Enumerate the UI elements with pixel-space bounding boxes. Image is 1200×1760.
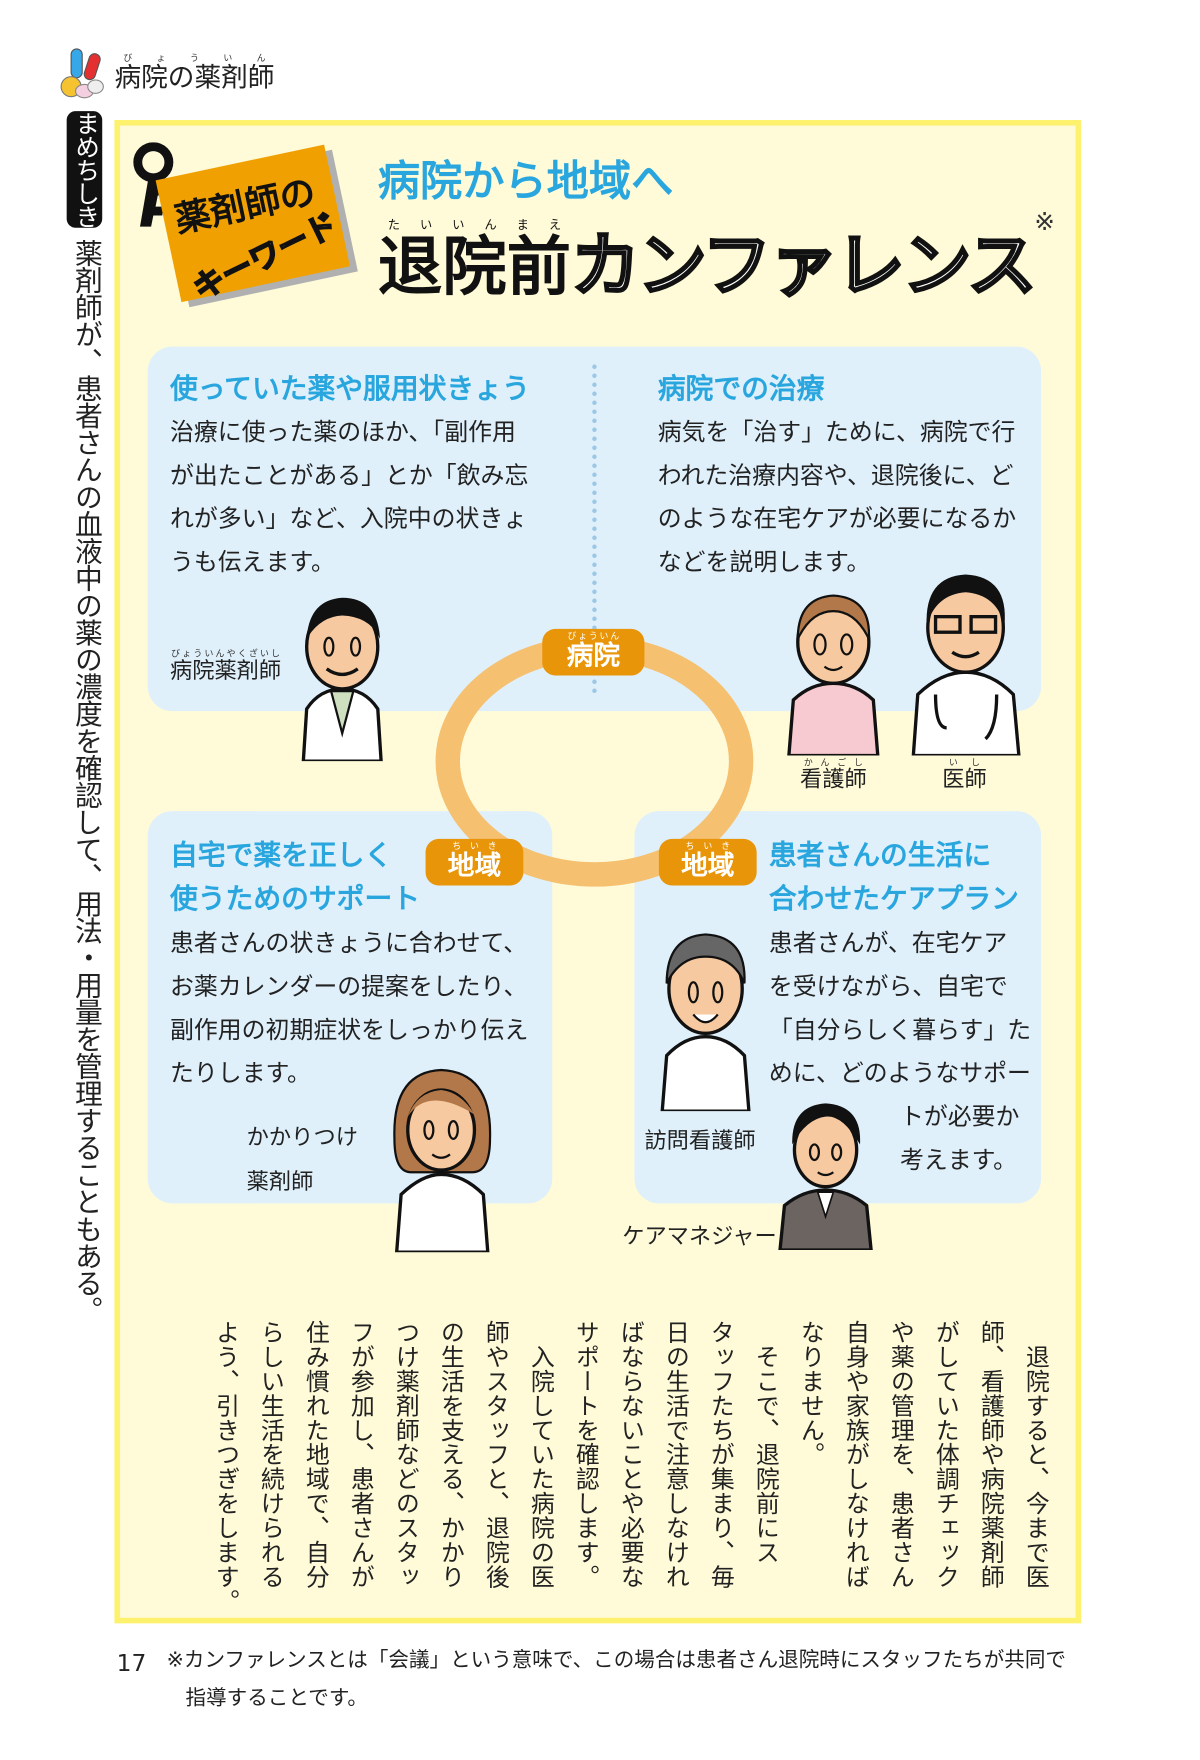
main-text-column: の生活を支える、かかり <box>436 1319 465 1589</box>
hospital-pharmacist-illustration <box>301 597 383 762</box>
hospital-pharmacist-label: 病院薬剤師びょういんやくざいし <box>169 648 282 684</box>
home-support-heading: 自宅で薬を正しく使うためのサポート <box>169 838 421 915</box>
main-text-column: 住み慣れた地域で、自分 <box>301 1319 330 1589</box>
main-text-column: 日の生活で注意しなけれ <box>661 1319 690 1589</box>
main-text-column: フが参加し、患者さんが <box>346 1319 375 1589</box>
medication-text: 治療に使った薬のほか、「副作用が出たことがある」とか「飲み忘れが多い」など、入院… <box>169 418 529 577</box>
main-text-column: 退院すると、今まで医 <box>1021 1319 1050 1589</box>
visiting-nurse-illustration <box>660 933 751 1112</box>
section-title: 病院の薬剤師びょういん <box>114 53 275 94</box>
main-text-column: らしい生活を続けられる <box>256 1319 285 1589</box>
footnote: ※カンファレンスとは「会議」という意味で、この場合は患者さん退院時にスタッフたち… <box>166 1648 1066 1710</box>
main-text-column: がしていた体調チェック <box>931 1319 960 1589</box>
family-pharmacist-illustration <box>393 1068 492 1253</box>
main-text-column: 自身や家族がしなければ <box>841 1319 870 1589</box>
page-title: 退院前たいいんまえカンファレンス※ <box>377 208 1055 307</box>
main-text-column: や薬の管理を、患者さん <box>886 1319 915 1589</box>
main-text-column: 入院していた病院の医 <box>526 1319 555 1589</box>
main-text-column: つけ薬剤師などのスタッ <box>391 1319 420 1589</box>
home-support-text: 患者さんの状きょうに合わせて、お薬カレンダーの提案をしたり、副作用の初期症状をし… <box>169 929 529 1088</box>
main-text-column: ばならないことや必要な <box>616 1319 645 1589</box>
visiting-nurse-label: 訪問看護師 <box>644 1126 756 1154</box>
care-plan-heading: 患者さんの生活に合わせたケアプラン <box>768 838 1019 915</box>
main-text-column: 師やスタッフと、退院後 <box>481 1319 510 1589</box>
treatment-text: 病気を「治す」ために、病院で行われた治療内容や、退院後に、どのような在宅ケアが必… <box>657 418 1017 577</box>
trivia-label: まめちしき <box>66 111 103 228</box>
main-text-column: 師、看護師や病院薬剤師 <box>976 1319 1005 1589</box>
main-text-column: そこで、退院前にス <box>751 1319 780 1565</box>
medication-heading: 使っていた薬や服用状きょう <box>169 372 530 405</box>
treatment-heading: 病院での治療 <box>657 372 825 405</box>
page-number: 17 <box>116 1649 147 1677</box>
care-manager-illustration <box>778 1103 873 1250</box>
main-text-column: タッフたちが集まり、毎 <box>706 1319 735 1589</box>
divider <box>592 364 597 698</box>
subtitle: 病院から地域へ <box>377 156 674 206</box>
trivia-text: 薬剤師が、患者さんの血液中の薬の濃度を確認して、用法・用量を管理することもある。 <box>71 238 104 1324</box>
family-pharmacist-label: かかりつけ薬剤師 <box>246 1123 359 1195</box>
care-plan-text: 患者さんが、在宅ケアを受けながら、自宅で「自分らしく暮らす」ために、どのようなサ… <box>768 929 1032 1088</box>
region-badge-right: 地域ちいき <box>658 838 757 886</box>
doctor-label: 医師いし <box>942 757 987 793</box>
care-manager-label: ケアマネジャー <box>622 1222 777 1249</box>
main-text: 退院すると、今まで医師、看護師や病院薬剤師がしていた体調チェックや薬の管理を、患… <box>202 1319 1057 1614</box>
capsule-pills-icon <box>60 48 104 99</box>
nurse-label: 看護師かんごし <box>799 757 867 793</box>
main-text-column: よう、引きつぎをします。 <box>211 1319 240 1614</box>
nurse-illustration <box>787 594 880 756</box>
main-text-column: サポートを確認します。 <box>571 1319 600 1589</box>
hospital-badge: 病院びょういん <box>542 628 645 676</box>
region-badge-left: 地域ちいき <box>425 838 524 886</box>
doctor-illustration <box>911 574 1021 756</box>
care-plan-text-tail: トが必要か考えます。 <box>899 1103 1020 1175</box>
main-text-column: なりません。 <box>796 1319 825 1467</box>
